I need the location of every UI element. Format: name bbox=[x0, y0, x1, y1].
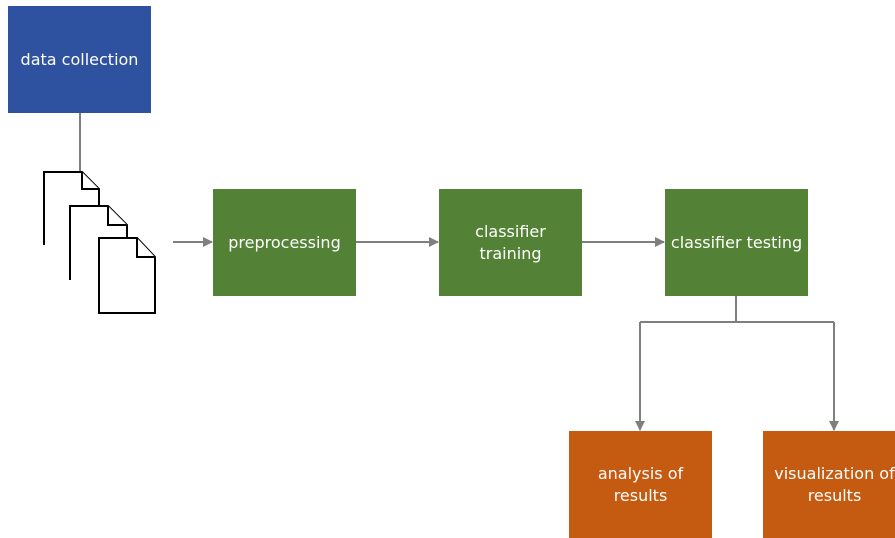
node-classifier-testing: classifier testing bbox=[665, 189, 808, 296]
document-stack-icon bbox=[43, 171, 156, 314]
node-analysis-of-results: analysis of results bbox=[569, 431, 712, 538]
node-classifier-training: classifier training bbox=[439, 189, 582, 296]
node-preprocessing: preprocessing bbox=[213, 189, 356, 296]
node-data-collection: data collection bbox=[8, 6, 151, 113]
node-visualization-of-results: visualization of results bbox=[763, 431, 895, 538]
